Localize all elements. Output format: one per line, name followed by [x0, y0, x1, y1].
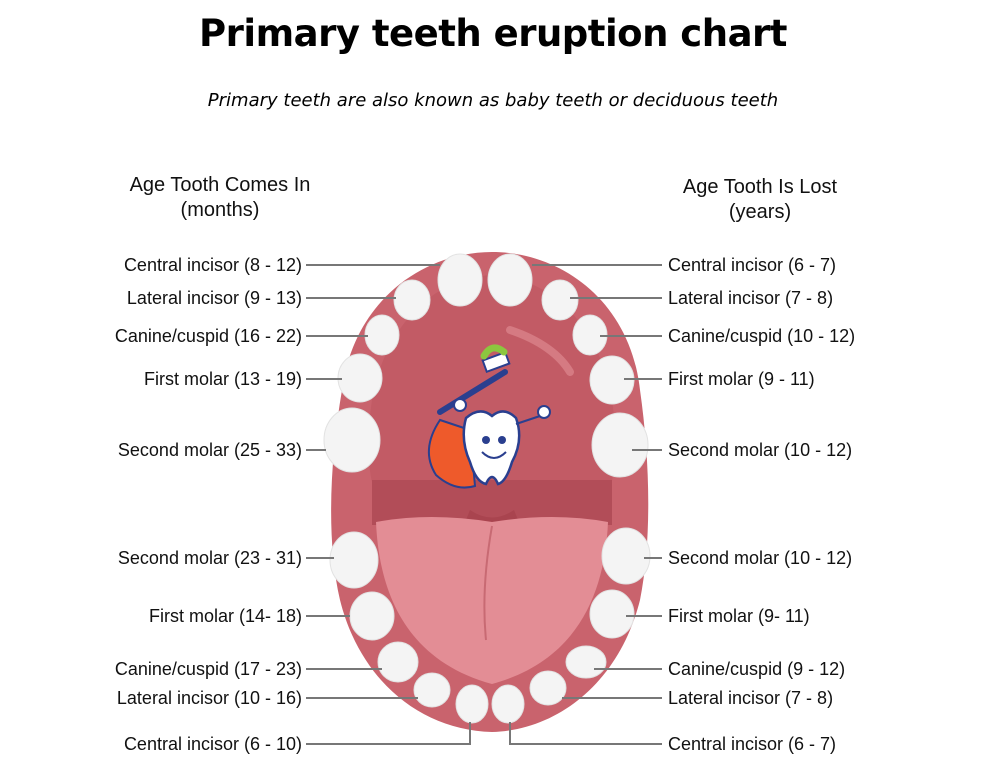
lower-canine-comes-in: Canine/cuspid (17 - 23) — [114, 659, 302, 679]
lower-second-molar-left — [329, 531, 379, 589]
upper-central-incisor-left — [437, 253, 483, 307]
upper-central-incisor-lost: Central incisor (6 - 7) — [668, 255, 837, 275]
upper-central-incisor-right — [487, 253, 533, 307]
lower-first-molar-left — [349, 591, 395, 641]
lower-central-incisor-comes-in: Central incisor (6 - 10) — [123, 734, 302, 754]
comes-in-header-line1: Age Tooth Comes In — [129, 174, 311, 196]
lower-second-molar-comes-in: Second molar (23 - 31) — [117, 548, 302, 568]
lost-column-header: Age Tooth Is Lost (years) — [640, 175, 880, 225]
upper-canine-lost: Canine/cuspid (10 - 12) — [668, 326, 856, 346]
chart-subtitle: Primary teeth are also known as baby tee… — [207, 90, 779, 111]
tongue — [376, 517, 608, 684]
lower-canine-left — [377, 641, 419, 683]
lower-second-molar-right — [601, 527, 651, 585]
upper-first-molar-comes-in: First molar (13 - 19) — [143, 369, 302, 389]
lost-header-line1: Age Tooth Is Lost — [682, 176, 838, 198]
upper-first-molar-left — [337, 353, 383, 403]
lower-central-incisor-left — [455, 684, 489, 724]
tongue-groove — [483, 525, 493, 641]
leader-lines — [306, 264, 662, 745]
upper-second-molar-right — [591, 412, 649, 478]
upper-canine-left — [364, 314, 400, 356]
lower-first-molar-comes-in: First molar (14- 18) — [148, 606, 302, 626]
lower-teeth — [329, 527, 651, 724]
lost-header-line2: (years) — [728, 201, 792, 223]
comes-in-header-line2: (months) — [180, 199, 260, 221]
chart-title: Primary teeth eruption chart — [199, 12, 787, 55]
upper-lateral-incisor-comes-in: Lateral incisor (9 - 13) — [126, 288, 302, 308]
upper-second-molar-comes-in: Second molar (25 - 33) — [117, 440, 302, 460]
lower-lateral-incisor-lost: Lateral incisor (7 - 8) — [668, 688, 834, 708]
palate-ridge — [506, 326, 574, 376]
upper-central-incisor-comes-in: Central incisor (8 - 12) — [123, 255, 302, 275]
lower-second-molar-lost: Second molar (10 - 12) — [668, 548, 853, 568]
upper-lateral-incisor-lost: Lateral incisor (7 - 8) — [668, 288, 834, 308]
upper-lateral-incisor-left — [393, 279, 431, 321]
upper-canine-comes-in: Canine/cuspid (16 - 22) — [114, 326, 302, 346]
upper-lateral-incisor-right — [541, 279, 579, 321]
lower-first-molar-right — [589, 589, 635, 639]
lower-central-incisor-right — [491, 684, 525, 724]
lower-lateral-incisor-left — [413, 672, 451, 708]
lower-first-molar-lost: First molar (9- 11) — [668, 606, 810, 626]
throat — [372, 480, 612, 525]
upper-second-molar-left — [323, 407, 381, 473]
upper-first-molar-lost: First molar (9 - 11) — [668, 369, 815, 389]
comes-in-column-header: Age Tooth Comes In (months) — [100, 173, 340, 223]
lower-lateral-incisor-comes-in: Lateral incisor (10 - 16) — [116, 688, 302, 708]
lower-canine-right — [565, 645, 607, 679]
lower-canine-lost: Canine/cuspid (9 - 12) — [668, 659, 846, 679]
lower-central-incisor-lost: Central incisor (6 - 7) — [668, 734, 837, 754]
upper-teeth — [323, 253, 649, 478]
tooth-mascot-icon — [428, 344, 551, 489]
upper-second-molar-lost: Second molar (10 - 12) — [668, 440, 853, 460]
lower-lateral-incisor-right — [529, 670, 567, 706]
